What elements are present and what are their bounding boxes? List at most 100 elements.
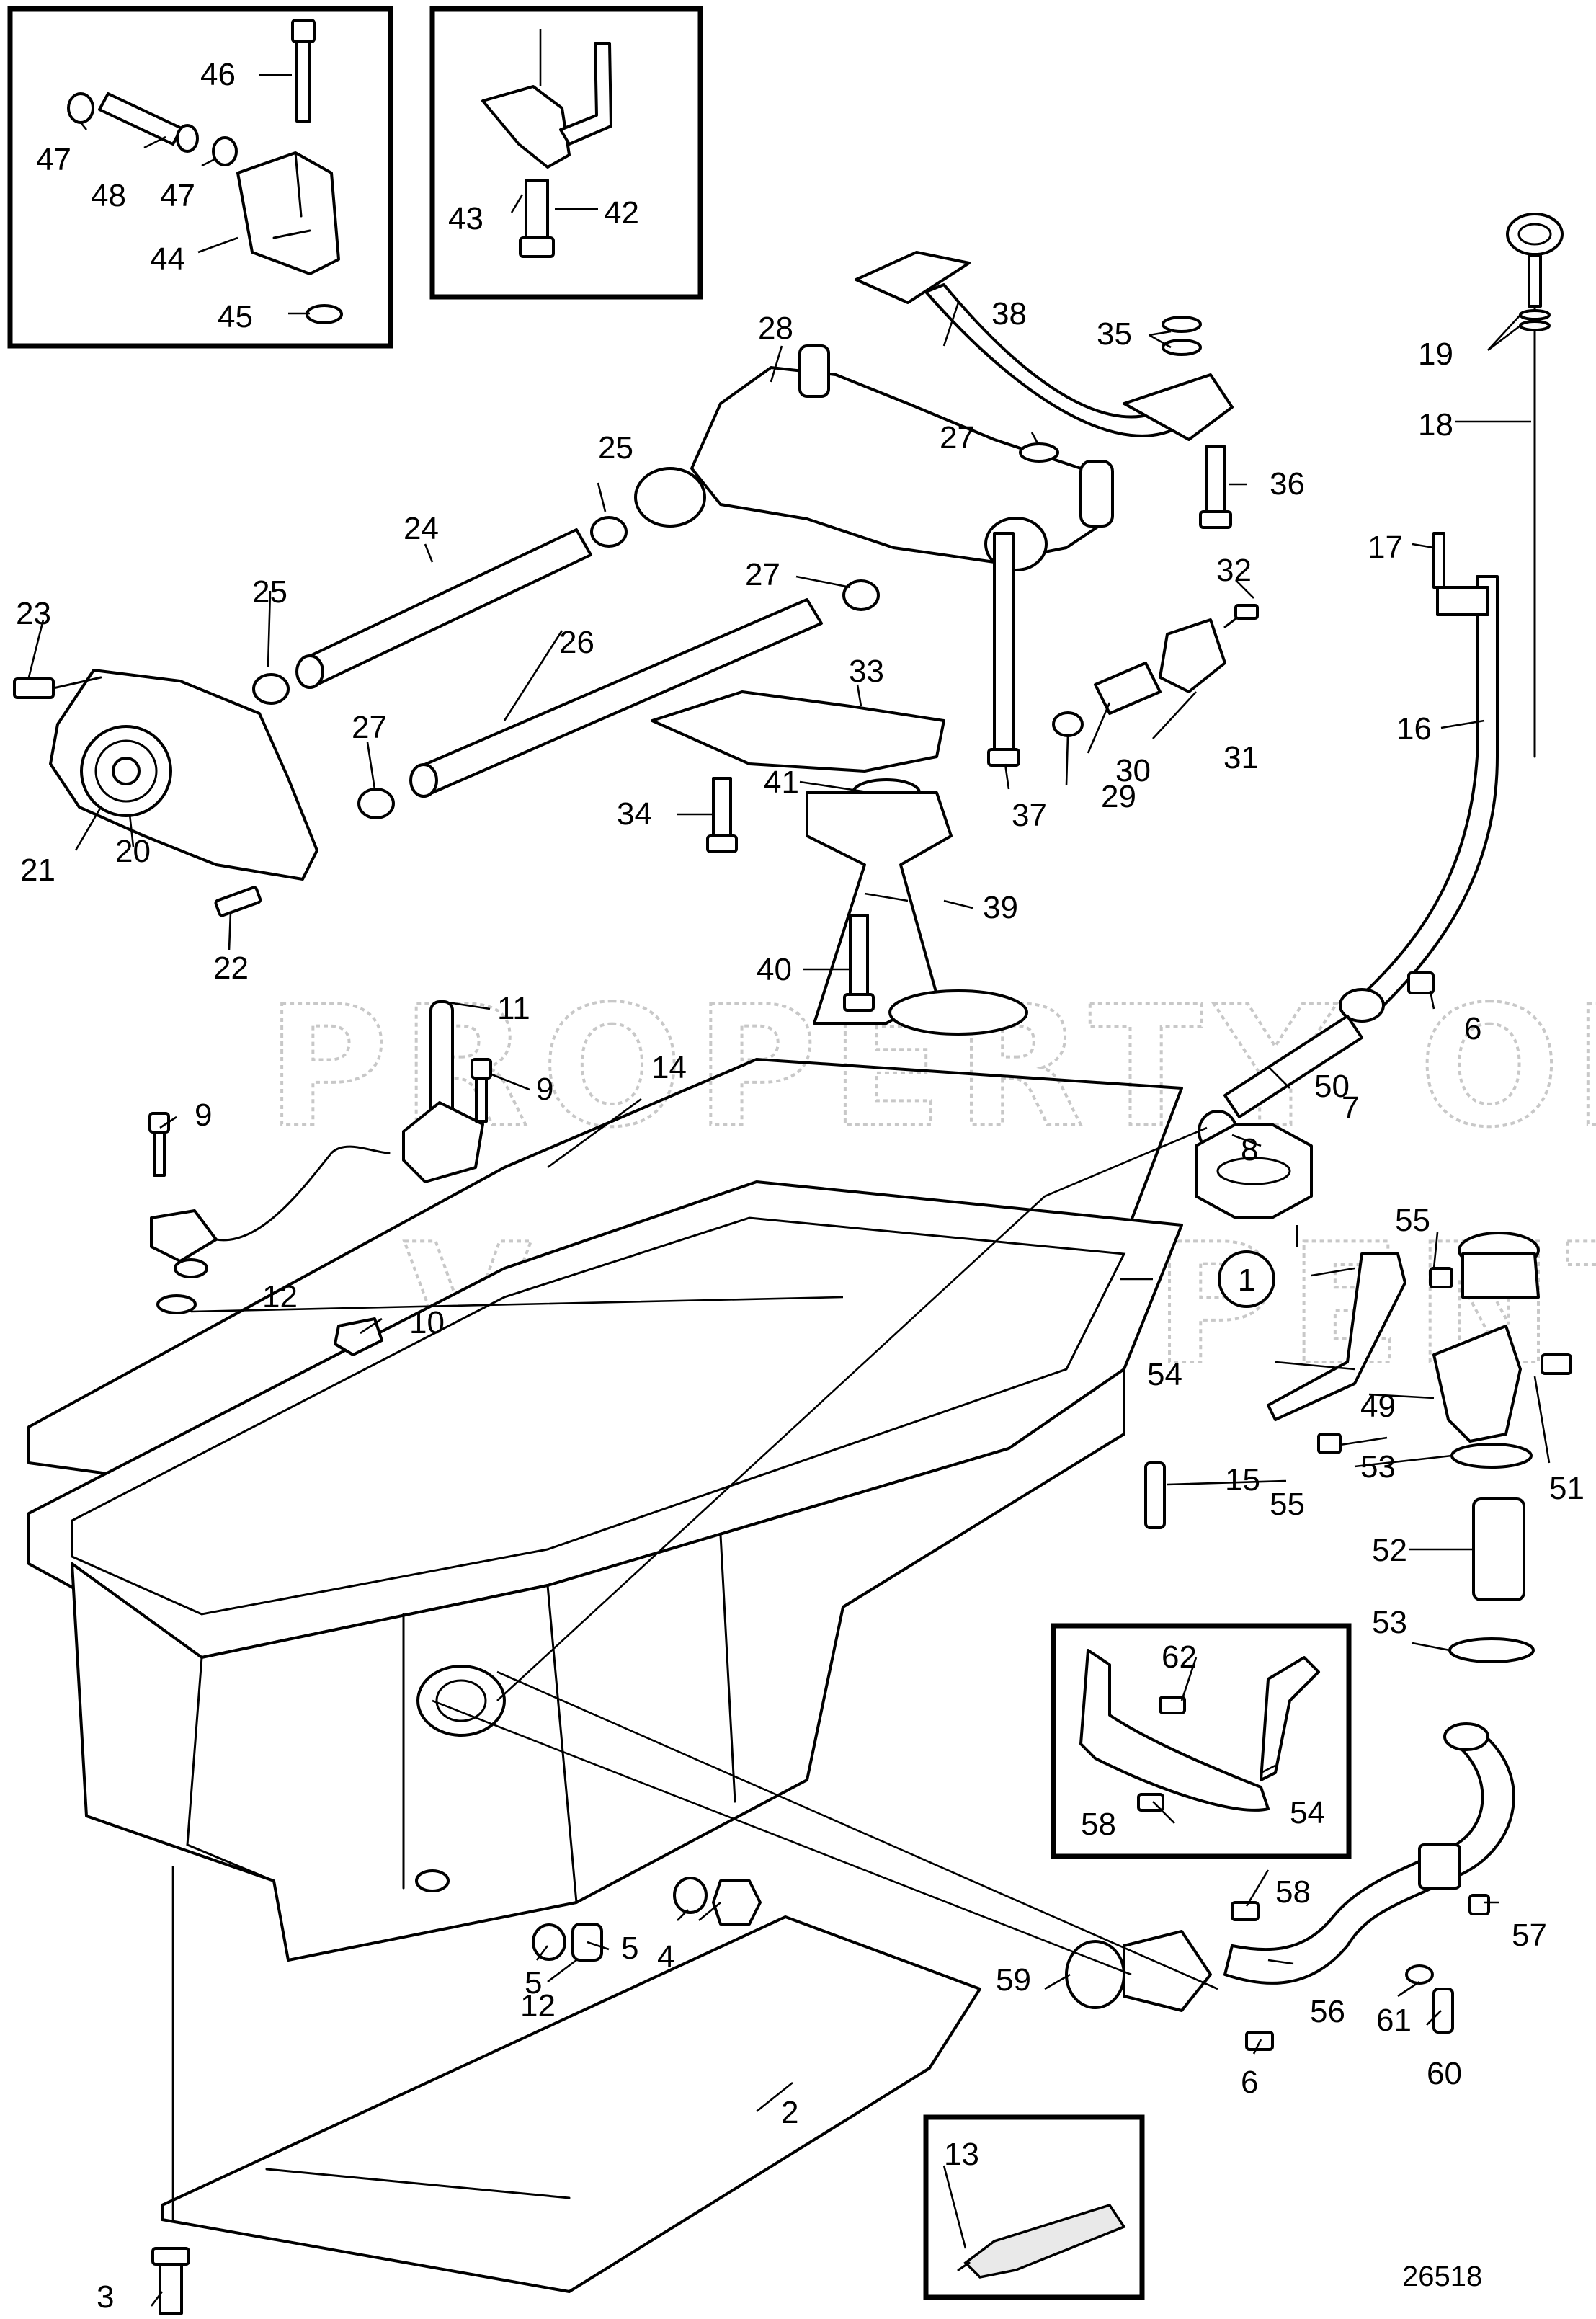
callout-20: 20 [115,834,151,869]
strainer-39-mouth [888,989,1028,1036]
o-ring-19-b [1519,320,1551,331]
tube-16-nut [1339,988,1385,1023]
bracket-54-inset [1079,1649,1270,1812]
bolt-head-42 [519,236,555,258]
callout-58: 58 [1081,1807,1116,1842]
bolt-22 [214,886,262,917]
clamp-53-bottom [1448,1637,1535,1663]
callout-45: 45 [218,299,253,334]
callout-21: 21 [20,853,55,888]
callout-38: 38 [991,296,1027,331]
filler-cap-50 [1195,1123,1313,1219]
filler-group [1065,1123,1572,2051]
bolt-9-left-head [148,1112,170,1134]
callout-7: 7 [1342,1090,1359,1126]
callout-28: 28 [758,311,793,346]
bolt-55-bottom [1317,1433,1342,1454]
screw-17 [1432,532,1445,589]
seal-5-b [673,1877,708,1914]
callout-5: 5 [525,1965,542,2000]
dipstick-assembly [1198,213,1564,1153]
callout-29: 29 [1101,779,1136,814]
callout-34: 34 [617,796,652,832]
bolt-head-37 [987,748,1020,767]
drain-hole [415,1869,450,1892]
callout-26: 26 [559,625,594,660]
inset-bracket-group [1079,1649,1320,1812]
pipe-24-end [295,654,324,689]
bolt-head-36 [1199,510,1232,529]
callout-54: 54 [1147,1357,1182,1392]
callout-59: 59 [996,1962,1031,1998]
bolt-51 [1541,1353,1572,1375]
seal-25-b [252,673,290,705]
seal-27-c [357,788,395,819]
callout-27: 27 [940,420,975,455]
callout-27: 27 [745,557,780,592]
bolt-40 [849,914,869,996]
callout-53: 53 [1360,1449,1396,1485]
callout-43: 43 [448,201,483,236]
callout-labels: 46 47 48 47 44 45 43 42 28 38 35 27 36 1… [16,57,1584,2315]
housing-28 [690,366,1111,564]
sensor-12-foot [174,1258,208,1278]
plug-4 [712,1879,762,1926]
callout-11: 11 [497,991,530,1026]
callout-37: 37 [1012,798,1047,833]
clamp-53-top [1450,1443,1533,1469]
callout-12: 12 [262,1279,298,1314]
sensor-10 [334,1317,383,1356]
bolt-62 [1159,1696,1186,1714]
callout-4: 4 [657,1939,674,1975]
o-ring-59 [1065,1940,1125,2009]
bracket-43 [481,85,571,169]
callout-10: 10 [409,1305,445,1340]
washer-61 [1405,1964,1434,1985]
pump-housing-28 [634,344,1114,571]
callout-48: 48 [91,178,126,213]
ring-48-end [176,124,199,153]
callout-5: 5 [621,1931,638,1966]
callout-25: 25 [598,430,633,466]
callout-32: 32 [1216,553,1252,588]
dipstick-grip [1528,254,1542,308]
callout-52: 52 [1372,1533,1407,1568]
guide-tube-16 [1353,575,1499,1018]
washer-47-left [67,92,94,124]
bolt-46 [295,40,311,123]
relief-valve-parts [987,532,1259,767]
bolt-58-outer [1231,1901,1260,1921]
callout-17: 17 [1368,530,1403,565]
callout-60: 60 [1427,2056,1462,2091]
bolt-3 [159,2261,183,2315]
pipe-24 [301,528,592,686]
callout-14: 14 [651,1050,687,1085]
callout-22: 22 [213,951,249,986]
bracket-54 [1267,1252,1406,1421]
callout-9: 9 [195,1098,212,1133]
callout-40: 40 [757,952,792,987]
bolt-55-top [1429,1267,1453,1288]
callout-16: 16 [1396,711,1432,747]
block-56 [1418,1843,1461,1890]
housing-28-bore-left [634,467,706,528]
callout-19: 19 [1418,337,1453,372]
callout-53: 53 [1372,1605,1407,1640]
seal-27-a [1019,442,1059,463]
filler-cap-50-body [1461,1252,1540,1299]
o-ring-12 [156,1294,197,1314]
sensor-cable [215,1145,391,1242]
bolt-head-3 [151,2247,190,2266]
pump-body-20 [49,669,318,881]
bracket-44 [236,151,340,275]
bolt-9-right [475,1077,488,1123]
strainer-39 [806,791,953,1025]
callout-39: 39 [983,890,1018,925]
callout-61: 61 [1376,2003,1412,2038]
gasket-33 [651,690,945,773]
flange-38-left [855,251,971,304]
cover-plate-2 [161,1915,981,2293]
screw-32 [1234,604,1259,620]
callout-18: 18 [1418,407,1453,442]
